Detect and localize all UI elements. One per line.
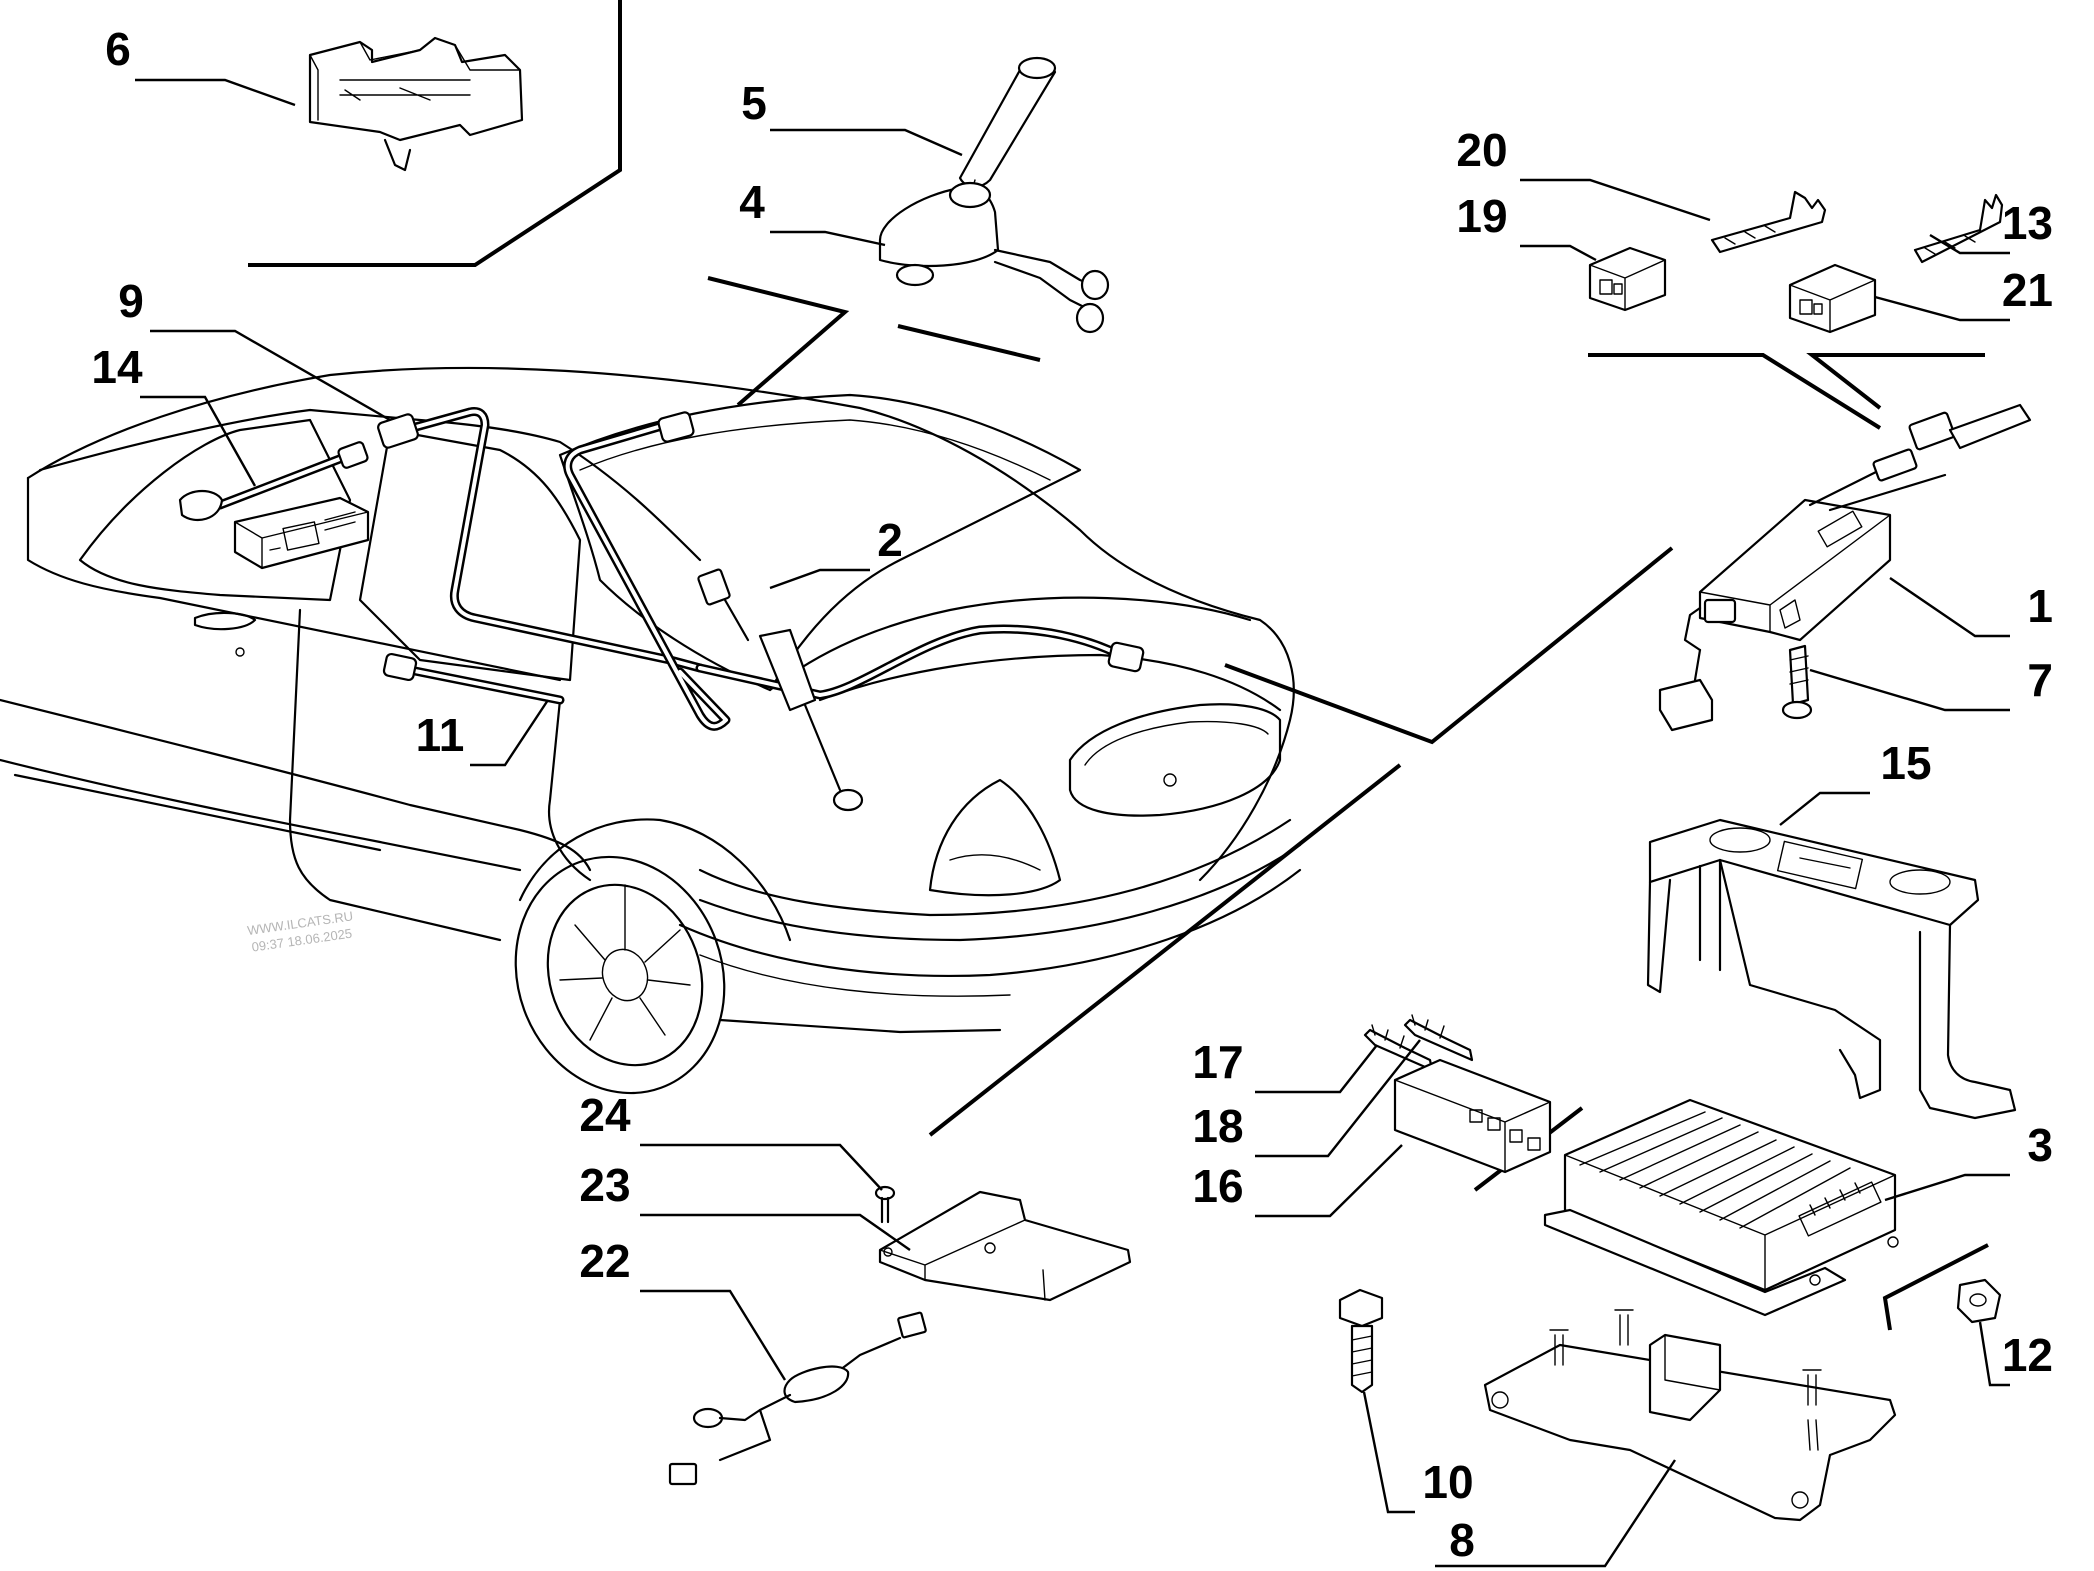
clip-part [308, 36, 524, 172]
bolt-10 [1338, 1288, 1384, 1394]
callout-24[interactable]: 24 [579, 1089, 631, 1141]
connector-housing [1393, 1058, 1552, 1174]
antenna-base [878, 181, 1110, 334]
callout-9[interactable]: 9 [118, 275, 144, 327]
bracket-frame [1646, 818, 2017, 1120]
car-illustration [0, 366, 1302, 1095]
callout-14[interactable]: 14 [91, 341, 143, 393]
antenna-mast [958, 56, 1057, 191]
mounting-plate [1483, 1309, 1897, 1522]
callout-23[interactable]: 23 [579, 1159, 630, 1211]
callout-20[interactable]: 20 [1456, 124, 1507, 176]
nut-12 [1956, 1278, 2002, 1324]
callout-22[interactable]: 22 [579, 1235, 630, 1287]
callout-19[interactable]: 19 [1456, 190, 1507, 242]
terminal-pair-top [1710, 190, 2004, 264]
control-unit [1543, 1098, 1899, 1317]
callout-7[interactable]: 7 [2027, 654, 2053, 706]
callout-16[interactable]: 16 [1192, 1160, 1243, 1212]
callout-2[interactable]: 2 [877, 514, 903, 566]
callout-10[interactable]: 10 [1422, 1456, 1473, 1508]
radio-unit [233, 496, 370, 570]
leader-lines [135, 78, 2010, 1568]
callout-18[interactable]: 18 [1192, 1100, 1243, 1152]
socket-pair [1588, 246, 1877, 334]
callout-17[interactable]: 17 [1192, 1036, 1243, 1088]
callout-1[interactable]: 1 [2027, 580, 2053, 632]
callout-12[interactable]: 12 [2002, 1329, 2053, 1381]
antenna-cables [178, 407, 1145, 731]
filter-lead-22 [668, 1311, 927, 1486]
callout-3[interactable]: 3 [2027, 1119, 2053, 1171]
bracket-23 [878, 1190, 1132, 1302]
callout-21[interactable]: 21 [2002, 264, 2053, 316]
callout-4[interactable]: 4 [739, 176, 765, 228]
separator-lines [248, 0, 1989, 1331]
antenna-amplifier [1658, 403, 2032, 732]
callout-13[interactable]: 13 [2002, 197, 2053, 249]
screw-7 [1781, 644, 1813, 720]
callout-11[interactable]: 11 [416, 709, 465, 761]
ground-strap [697, 568, 864, 812]
callout-5[interactable]: 5 [741, 77, 767, 129]
callout-8[interactable]: 8 [1449, 1514, 1475, 1566]
callout-15[interactable]: 15 [1880, 737, 1931, 789]
screw-24 [874, 1185, 896, 1224]
callout-6[interactable]: 6 [105, 23, 131, 75]
watermark: WWW.ILCATS.RU 09:37 18.06.2025 [246, 908, 354, 954]
